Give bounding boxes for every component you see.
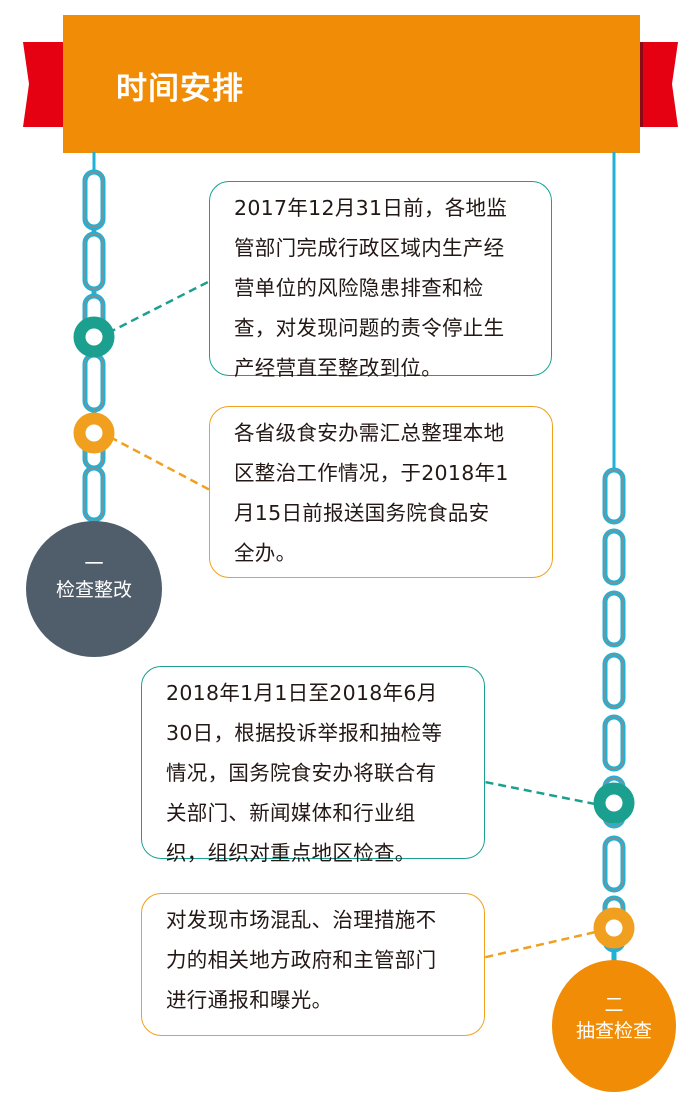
card-text-line: 织，组织对重点地区检查。 (166, 841, 416, 865)
right-chain (602, 152, 626, 972)
timeline-card: 各省级食安办需汇总整理本地 区整治工作情况，于2018年1 月15日前报送国务院… (209, 406, 553, 578)
ring-orange-2 (593, 907, 635, 949)
stage-number: 二 (604, 994, 624, 1016)
card-text-line: 关部门、新闻媒体和行业组 (166, 801, 416, 825)
card-text-line: 力的相关地方政府和主管部门 (166, 948, 437, 972)
connector-2 (109, 435, 211, 492)
card-text-line: 情况，国务院食安办将联合有 (166, 761, 437, 785)
ring-orange-1 (73, 412, 115, 454)
card-text-line: 进行通报和曝光。 (166, 988, 333, 1012)
timeline-card: 对发现市场混乱、治理措施不 力的相关地方政府和主管部门 进行通报和曝光。 (141, 893, 485, 1036)
left-chain (82, 152, 106, 523)
stage-label: 抽查检查 (575, 1020, 652, 1042)
card-text-line: 管部门完成行政区域内生产经 (234, 236, 505, 260)
stage-number: 一 (84, 553, 104, 575)
card-text-line: 营单位的风险隐患排查和检 (234, 276, 484, 300)
title-banner (63, 15, 640, 153)
connector-3 (459, 775, 601, 807)
page-title: 时间安排 (116, 71, 244, 107)
card-text-line: 2017年12月31日前，各地监 (234, 196, 508, 220)
timeline-card: 2017年12月31日前，各地监 管部门完成行政区域内生产经 营单位的风险隐患排… (209, 181, 552, 380)
card-text-line: 查，对发现问题的责令停止生 (234, 316, 505, 340)
connector-4 (459, 929, 601, 965)
connector-1 (107, 279, 211, 335)
stage-badge-2: 二 抽查检查 (552, 960, 676, 1092)
ring-teal-1 (73, 316, 115, 358)
card-text-line: 产经营直至整改到位。 (234, 356, 442, 380)
card-text-line: 区整治工作情况，于2018年1 (234, 461, 509, 485)
card-text-line: 对发现市场混乱、治理措施不 (166, 908, 437, 932)
card-text-line: 各省级食安办需汇总整理本地 (234, 421, 505, 445)
card-text-line: 月15日前报送国务院食品安 (234, 501, 490, 525)
ribbon-left-decoration (23, 42, 65, 127)
card-text-line: 全办。 (234, 541, 297, 565)
ring-teal-2 (593, 782, 635, 824)
stage-label: 检查整改 (55, 579, 132, 601)
card-text-line: 2018年1月1日至2018年6月 (166, 681, 438, 705)
card-text-line: 30日，根据投诉举报和抽检等 (166, 721, 443, 745)
timeline-card: 2018年1月1日至2018年6月 30日，根据投诉举报和抽检等 情况，国务院食… (141, 666, 485, 865)
stage-badge-1: 一 检查整改 (26, 521, 162, 657)
